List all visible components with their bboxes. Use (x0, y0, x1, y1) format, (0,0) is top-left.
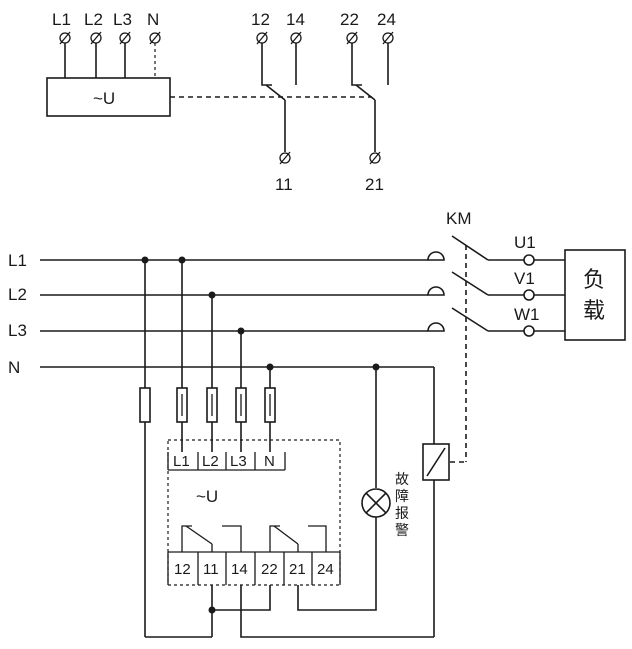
relay-terminal-label: 11 (275, 175, 293, 194)
line-label: L1 (8, 251, 27, 270)
relay-terminal-label: 22 (340, 10, 359, 29)
module-terminal-label: 24 (317, 561, 334, 578)
module-terminal-label: 22 (261, 561, 278, 578)
terminal-screw-icon (369, 151, 381, 165)
module-terminal-label: 11 (203, 561, 219, 578)
line-label: N (8, 358, 20, 377)
output-label: W1 (514, 305, 540, 324)
module-terminal-label: L3 (230, 453, 247, 470)
module-outline (167, 439, 341, 586)
relay-contact-group: 12 14 22 24 11 21 (251, 10, 396, 194)
load-box (564, 249, 626, 341)
module-terminal-label: L1 (173, 453, 190, 470)
supply-terminal-label: N (147, 10, 159, 29)
alarm-label: 报 (395, 505, 409, 521)
output-label: V1 (514, 269, 535, 288)
terminal-screw-icon (279, 151, 291, 165)
terminal-screw-icon (149, 31, 161, 45)
terminal-screw-icon (290, 31, 302, 45)
load-label: 负 (583, 267, 605, 292)
line-label: L2 (8, 285, 27, 304)
supply-terminal-label: L1 (52, 10, 71, 29)
terminal-screw-icon (346, 31, 358, 45)
terminal-screw-icon (59, 31, 71, 45)
module-terminal-label: 21 (289, 561, 306, 578)
output-terminal-icon (523, 325, 535, 337)
terminal-screw-icon (382, 31, 394, 45)
module-label: ~U (196, 487, 218, 506)
line-label: L3 (8, 321, 27, 340)
fuse-icon (139, 387, 151, 423)
module-terminal-label: 12 (174, 561, 191, 578)
module-terminal-label: 14 (231, 561, 248, 578)
terminal-screw-icon (256, 31, 268, 45)
output-label: U1 (514, 233, 536, 252)
module-label: ~U (93, 89, 115, 108)
fuse-icon (427, 286, 445, 296)
supply-terminal-group: L1 L2 L3 N (52, 10, 161, 78)
contactor-label: KM (446, 209, 472, 228)
supply-terminal-label: L2 (84, 10, 103, 29)
module-bottom-terminals: 12 11 14 22 21 24 (167, 551, 341, 585)
fuse-icon (427, 322, 445, 332)
alarm-label: 障 (395, 488, 409, 504)
module-top-terminals: L1 L2 L3 N (167, 452, 286, 471)
contactor-coil-icon (422, 443, 450, 481)
output-terminal-icon (523, 289, 535, 301)
terminal-screw-icon (119, 31, 131, 45)
load-label: 载 (583, 298, 605, 323)
alarm-label: 故 (395, 471, 409, 487)
supply-terminal-label: L3 (113, 10, 132, 29)
terminal-screw-icon (90, 31, 102, 45)
relay-terminal-label: 21 (365, 175, 384, 194)
alarm-lamp-icon (361, 488, 391, 518)
module-terminal-label: L2 (202, 453, 219, 470)
relay-terminal-label: 12 (251, 10, 270, 29)
relay-terminal-label: 24 (377, 10, 396, 29)
module-terminal-label: N (264, 453, 275, 470)
fuse-icon (427, 251, 445, 261)
output-terminal-icon (523, 254, 535, 266)
relay-terminal-label: 14 (286, 10, 305, 29)
alarm-label: 警 (395, 522, 409, 538)
